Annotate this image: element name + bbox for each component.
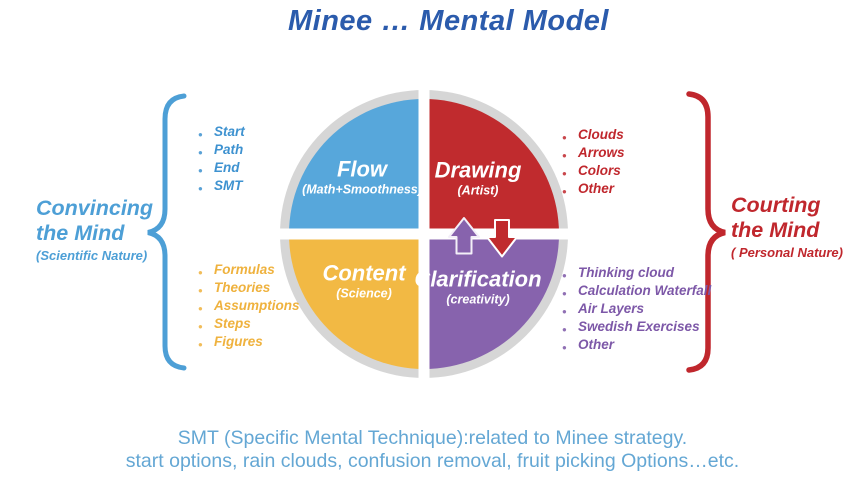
arrow-up-icon: [448, 217, 480, 255]
right-label-sub: ( Personal Nature): [731, 245, 843, 260]
list-item: Theories: [198, 280, 300, 299]
right-label-line2: the Mind: [731, 218, 820, 242]
left-label-sub: (Scientific Nature): [36, 248, 148, 263]
drawing-title: Drawing: [434, 157, 522, 183]
footnote-line2: start options, rain clouds, confusion re…: [125, 450, 740, 472]
list-item: SMT: [198, 178, 245, 197]
wedge-flow: [289, 99, 424, 234]
content-title: Content: [322, 260, 406, 286]
page-title: Minee … Mental Model: [288, 5, 609, 37]
content-subtitle: (Science): [336, 286, 392, 301]
drawing-list: Clouds Arrows Colors Other: [562, 127, 625, 200]
list-item: Path: [198, 142, 245, 161]
flow-title: Flow: [336, 156, 388, 182]
drawing-subtitle: (Artist): [457, 183, 499, 198]
list-item: Other: [562, 181, 625, 200]
list-item: Assumptions: [198, 298, 300, 317]
list-item: End: [198, 160, 245, 179]
list-item: Calculation Waterfall: [562, 283, 711, 302]
list-item: Other: [562, 337, 711, 356]
quadrant-label-content: Content (Science): [322, 261, 405, 300]
footnote: SMT (Specific Mental Technique):related …: [0, 427, 865, 473]
left-label-line1: Convincing: [36, 196, 154, 220]
list-item: Formulas: [198, 262, 300, 281]
list-item: Thinking cloud: [562, 265, 711, 284]
flow-subtitle: (Math+Smoothness): [302, 182, 422, 197]
list-item: Air Layers: [562, 301, 711, 320]
divider-vertical: [418, 87, 430, 381]
wedge-drawing: [424, 99, 559, 234]
left-side-label: Convincing the Mind (Scientific Nature): [36, 196, 153, 263]
list-item: Figures: [198, 334, 300, 353]
clarification-subtitle: (creativity): [446, 292, 510, 307]
content-list: Formulas Theories Assumptions Steps Figu…: [198, 262, 300, 353]
footnote-line1: SMT (Specific Mental Technique):related …: [177, 427, 688, 449]
flow-list: Start Path End SMT: [198, 124, 245, 197]
clarification-list: Thinking cloud Calculation Waterfall Air…: [562, 265, 711, 356]
list-item: Steps: [198, 316, 300, 335]
list-item: Clouds: [562, 127, 625, 146]
list-item: Arrows: [562, 145, 625, 164]
list-item: Colors: [562, 163, 625, 182]
left-brace: [147, 93, 187, 371]
right-label-line1: Courting: [731, 193, 821, 217]
left-label-line2: the Mind: [36, 221, 125, 245]
right-brace: [686, 91, 726, 373]
arrow-down-icon: [486, 219, 518, 258]
clarification-title: Clarification: [414, 266, 542, 292]
wedge-content: [289, 234, 424, 369]
list-item: Swedish Exercises: [562, 319, 711, 338]
wedge-clarification: [424, 234, 559, 369]
list-item: Start: [198, 124, 245, 143]
quadrant-label-flow: Flow (Math+Smoothness): [302, 157, 422, 196]
quadrant-label-clarification: Clarification (creativity): [414, 267, 541, 306]
quadrant-label-drawing: Drawing (Artist): [435, 158, 522, 197]
right-side-label: Courting the Mind ( Personal Nature): [731, 193, 843, 260]
